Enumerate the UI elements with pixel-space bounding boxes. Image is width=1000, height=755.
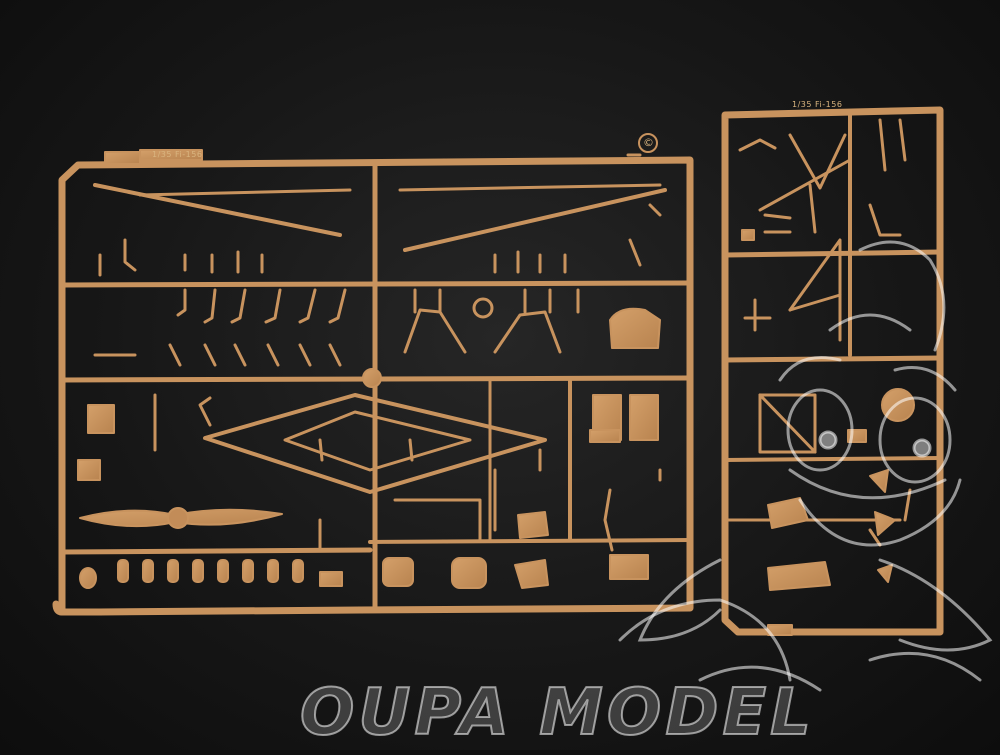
- sprue-scale-label: 1/35 Fi-156: [792, 100, 843, 109]
- copyright-mark: ©: [643, 136, 655, 149]
- cartoon-character-watermark-icon: [618, 240, 993, 692]
- sprue-scale-label: 1/35 Fi-156: [152, 150, 203, 159]
- right-sprue: [721, 106, 944, 636]
- watermark-text: OUPA MODEL: [300, 676, 815, 746]
- left-sprue: [52, 133, 694, 616]
